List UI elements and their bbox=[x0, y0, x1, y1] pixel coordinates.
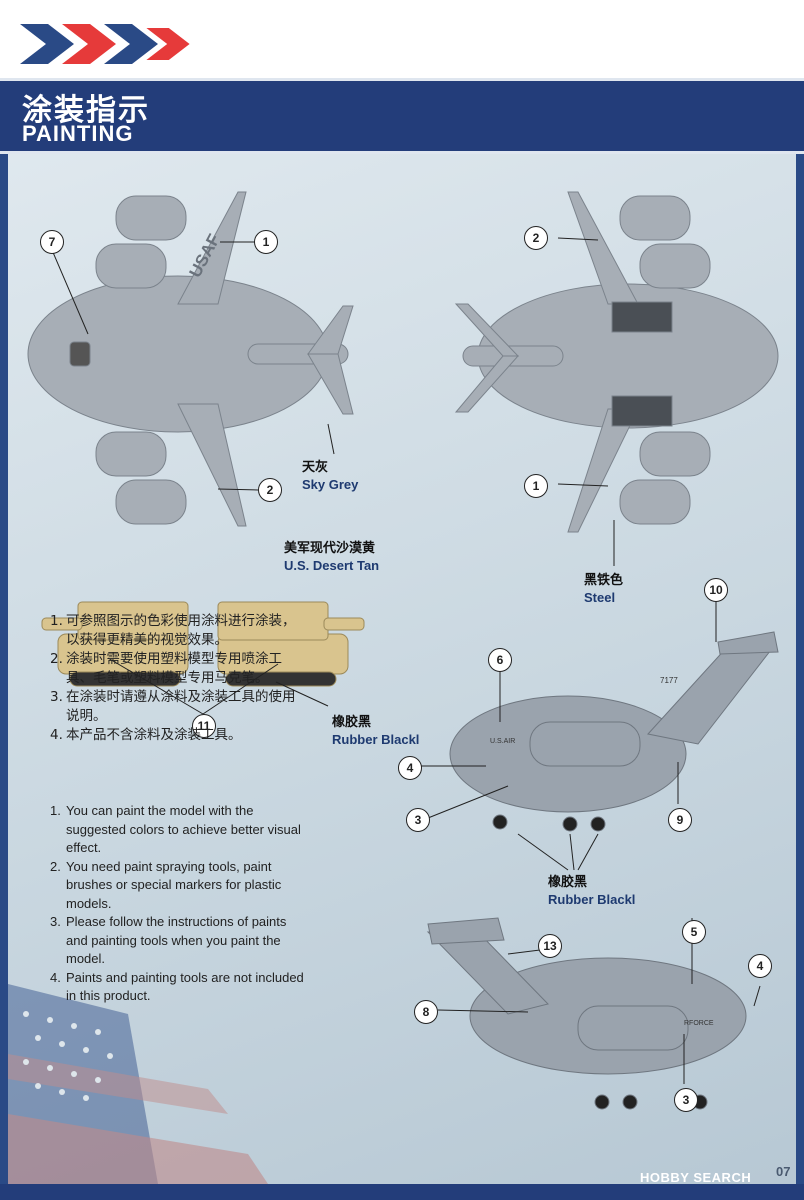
page-title-cn: 涂装指示 bbox=[22, 93, 150, 128]
aircraft-side-view-right bbox=[449, 631, 779, 832]
aircraft-side-view-left bbox=[426, 917, 747, 1110]
callout-5: 5 bbox=[682, 920, 706, 944]
callout-1: 1 bbox=[254, 230, 278, 254]
callout-4: 4 bbox=[398, 756, 422, 780]
color-label-rubber-black-tank: 橡胶黑 Rubber Blackl bbox=[332, 715, 420, 747]
color-label-steel: 黑铁色 Steel bbox=[584, 573, 624, 605]
callout-11: 11 bbox=[192, 714, 216, 738]
callout-4: 4 bbox=[748, 954, 772, 978]
tank-right bbox=[217, 601, 365, 687]
chevron-icon bbox=[20, 24, 74, 64]
aircraft-bottom-view bbox=[454, 191, 779, 533]
callout-1: 1 bbox=[524, 474, 548, 498]
page-title-en: PAINTING bbox=[22, 121, 134, 146]
callout-8: 8 bbox=[414, 1000, 438, 1024]
rforce-decal: RFORCE bbox=[684, 1020, 714, 1027]
callout-9: 9 bbox=[668, 808, 692, 832]
note-en-1: 1.You can paint the model with the sugge… bbox=[50, 803, 301, 855]
chevron-icon bbox=[104, 24, 158, 64]
chevron-icon bbox=[146, 28, 190, 60]
top-band bbox=[0, 0, 804, 78]
chevron-icon bbox=[62, 24, 116, 64]
note-cn-3: 3.在涂装时请遵从涂料及涂装工具的使用说明。 bbox=[50, 689, 296, 724]
note-en-3: 3.Please follow the instructions of pain… bbox=[50, 914, 287, 966]
watermark: HOBBY SEARCH bbox=[640, 1170, 752, 1185]
note-en-2: 2.You need paint spraying tools, paint b… bbox=[50, 858, 282, 911]
tank-left bbox=[41, 601, 189, 687]
note-cn-1: 1.可参照图示的色彩使用涂料进行涂装，以获得更精美的视觉效果。 bbox=[50, 613, 296, 648]
note-cn-4: 4.本产品不含涂料及涂装工具。 bbox=[50, 727, 242, 743]
note-en-4: 4.Paints and painting tools are not incl… bbox=[50, 969, 304, 1004]
callout-2: 2 bbox=[524, 226, 548, 250]
page-number: 07 bbox=[776, 1164, 791, 1179]
aircraft-top-view bbox=[27, 191, 354, 527]
color-label-sky-grey: 天灰 Sky Grey bbox=[302, 460, 359, 492]
us-air-decal: U.S.AIR bbox=[490, 738, 516, 745]
color-label-rubber-black-plane: 橡胶黑 Rubber Blackl bbox=[548, 875, 636, 907]
tail-code-decal: 7177 bbox=[660, 676, 678, 685]
callout-3: 3 bbox=[674, 1088, 698, 1112]
callout-7: 7 bbox=[40, 230, 64, 254]
callout-6: 6 bbox=[488, 648, 512, 672]
footer-band bbox=[0, 1184, 804, 1200]
title-bar: 涂装指示 PAINTING bbox=[0, 78, 804, 154]
callout-10: 10 bbox=[704, 578, 728, 602]
callout-2: 2 bbox=[258, 478, 282, 502]
instruction-panel: 1 2 2 7 2 1 11 10 6 4 3 9 13 5 4 8 3 USA… bbox=[8, 154, 796, 1184]
note-cn-2: 2.涂装时需要使用塑料模型专用喷涂工具、毛笔或塑料模型专用马克笔。 bbox=[50, 651, 282, 686]
callout-13: 13 bbox=[538, 934, 562, 958]
flag-background bbox=[8, 984, 268, 1184]
notes-chinese: 1.可参照图示的色彩使用涂料进行涂装，以获得更精美的视觉效果。 2.涂装时需要使… bbox=[50, 612, 306, 745]
model-illustrations bbox=[27, 191, 779, 1110]
notes-english: 1.You can paint the model with the sugge… bbox=[50, 802, 306, 1006]
callout-3: 3 bbox=[406, 808, 430, 832]
color-label-desert-tan: 美军现代沙漠黄 U.S. Desert Tan bbox=[284, 541, 380, 573]
